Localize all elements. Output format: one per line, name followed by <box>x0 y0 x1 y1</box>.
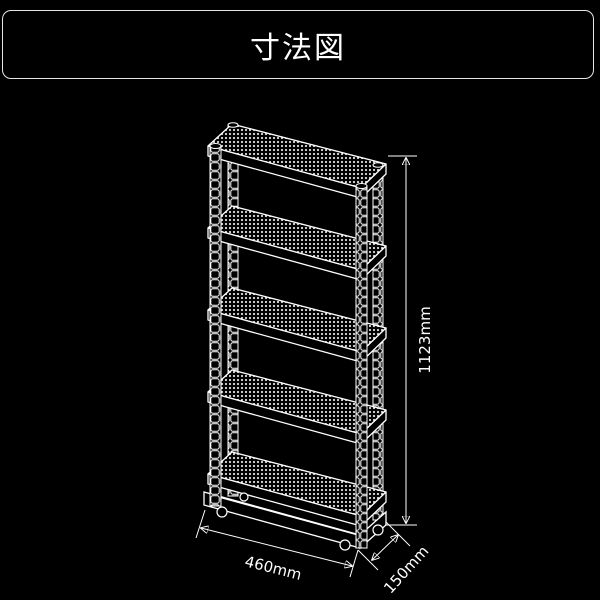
width-dimension <box>195 509 359 578</box>
width-label: 460mm <box>243 552 303 583</box>
front-posts <box>209 122 384 549</box>
title-banner: 寸法図 <box>2 10 594 79</box>
height-dimension <box>385 155 417 526</box>
depth-label: 150mm <box>380 542 432 597</box>
depth-dimension <box>357 521 411 571</box>
page-title: 寸法図 <box>250 30 346 66</box>
shelf-tier-2 <box>207 205 387 281</box>
height-label: 1123mm <box>416 306 434 373</box>
